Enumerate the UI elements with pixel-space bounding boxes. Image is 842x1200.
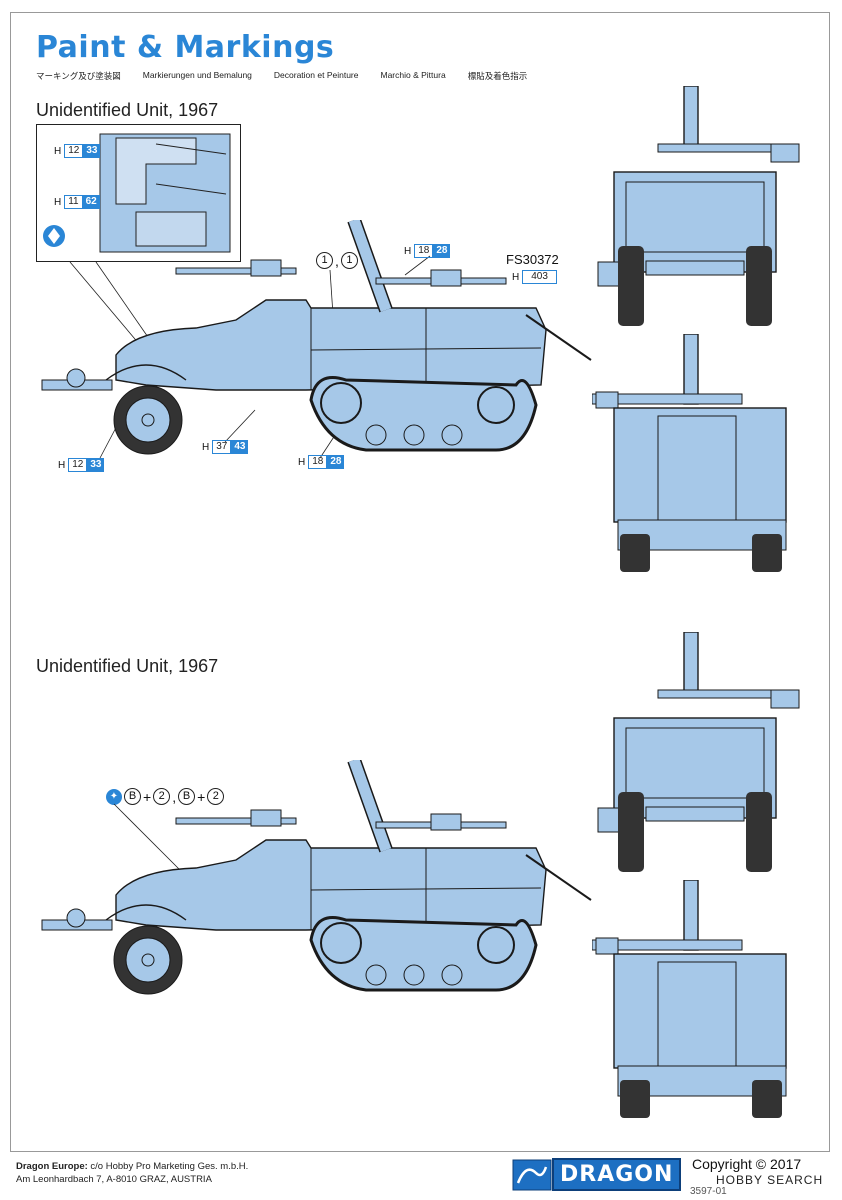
watermark: HOBBY SEARCH	[716, 1173, 824, 1187]
halftrack-rear-view-2	[592, 880, 787, 1118]
subtitle-zh: 標貼及着色指示	[467, 71, 528, 81]
copyright: Copyright © 2017	[692, 1156, 802, 1172]
page-title: Paint & Markings	[36, 30, 335, 65]
part-number: 3597-01	[690, 1186, 727, 1197]
dragon-logo: DRAGON	[512, 1158, 682, 1191]
page-border	[10, 12, 830, 1152]
callout-wheel: H 12 33	[58, 458, 105, 472]
subtitle-de: Markierungen und Bemalung	[142, 70, 252, 80]
callout-inset-mid: H 11 62	[54, 195, 100, 209]
decal-marks-2: ✦ B + 2, B + 2	[106, 788, 225, 805]
callout-mortar: H 18 28	[404, 244, 451, 258]
fs-color-code: FS30372	[506, 252, 559, 267]
subtitle-it: Marchio & Pittura	[380, 70, 446, 80]
decal-marks-1: 1, 1	[316, 252, 358, 269]
footer-line1: c/o Hobby Pro Marketing Ges. m.b.H.	[90, 1161, 249, 1172]
callout-chassis: H 37 43	[202, 440, 249, 454]
scheme-1-label: Unidentified Unit, 1967	[36, 100, 219, 120]
halftrack-rear-view-1	[592, 334, 787, 572]
halftrack-front-view-1	[597, 86, 800, 326]
subtitle-row: マーキング及び塗装図 Markierungen und Bemalung Dec…	[36, 70, 527, 82]
decal-star-icon: ✦	[106, 788, 122, 805]
footer-address: Dragon Europe: c/o Hobby Pro Marketing G…	[16, 1160, 248, 1186]
scheme-2-label: Unidentified Unit, 1967	[36, 656, 219, 676]
halftrack-front-view-2	[597, 632, 800, 872]
footer-line2: Am Leonhardbach 7, A-8010 GRAZ, AUSTRIA	[16, 1174, 212, 1185]
callout-inset-top: H 12 33	[54, 144, 101, 158]
footer-company: Dragon Europe:	[16, 1161, 88, 1172]
callout-body-color: H 403	[512, 270, 557, 284]
subtitle-ja: マーキング及び塗装図	[36, 71, 121, 81]
halftrack-side-view-2	[41, 760, 592, 995]
subtitle-fr: Decoration et Peinture	[273, 70, 359, 80]
detail-inset	[36, 124, 241, 262]
callout-track: H 18 28	[298, 455, 345, 469]
dragon-emblem-icon	[512, 1159, 552, 1190]
halftrack-side-view-1	[41, 220, 592, 455]
leader-lines-2	[113, 803, 186, 876]
